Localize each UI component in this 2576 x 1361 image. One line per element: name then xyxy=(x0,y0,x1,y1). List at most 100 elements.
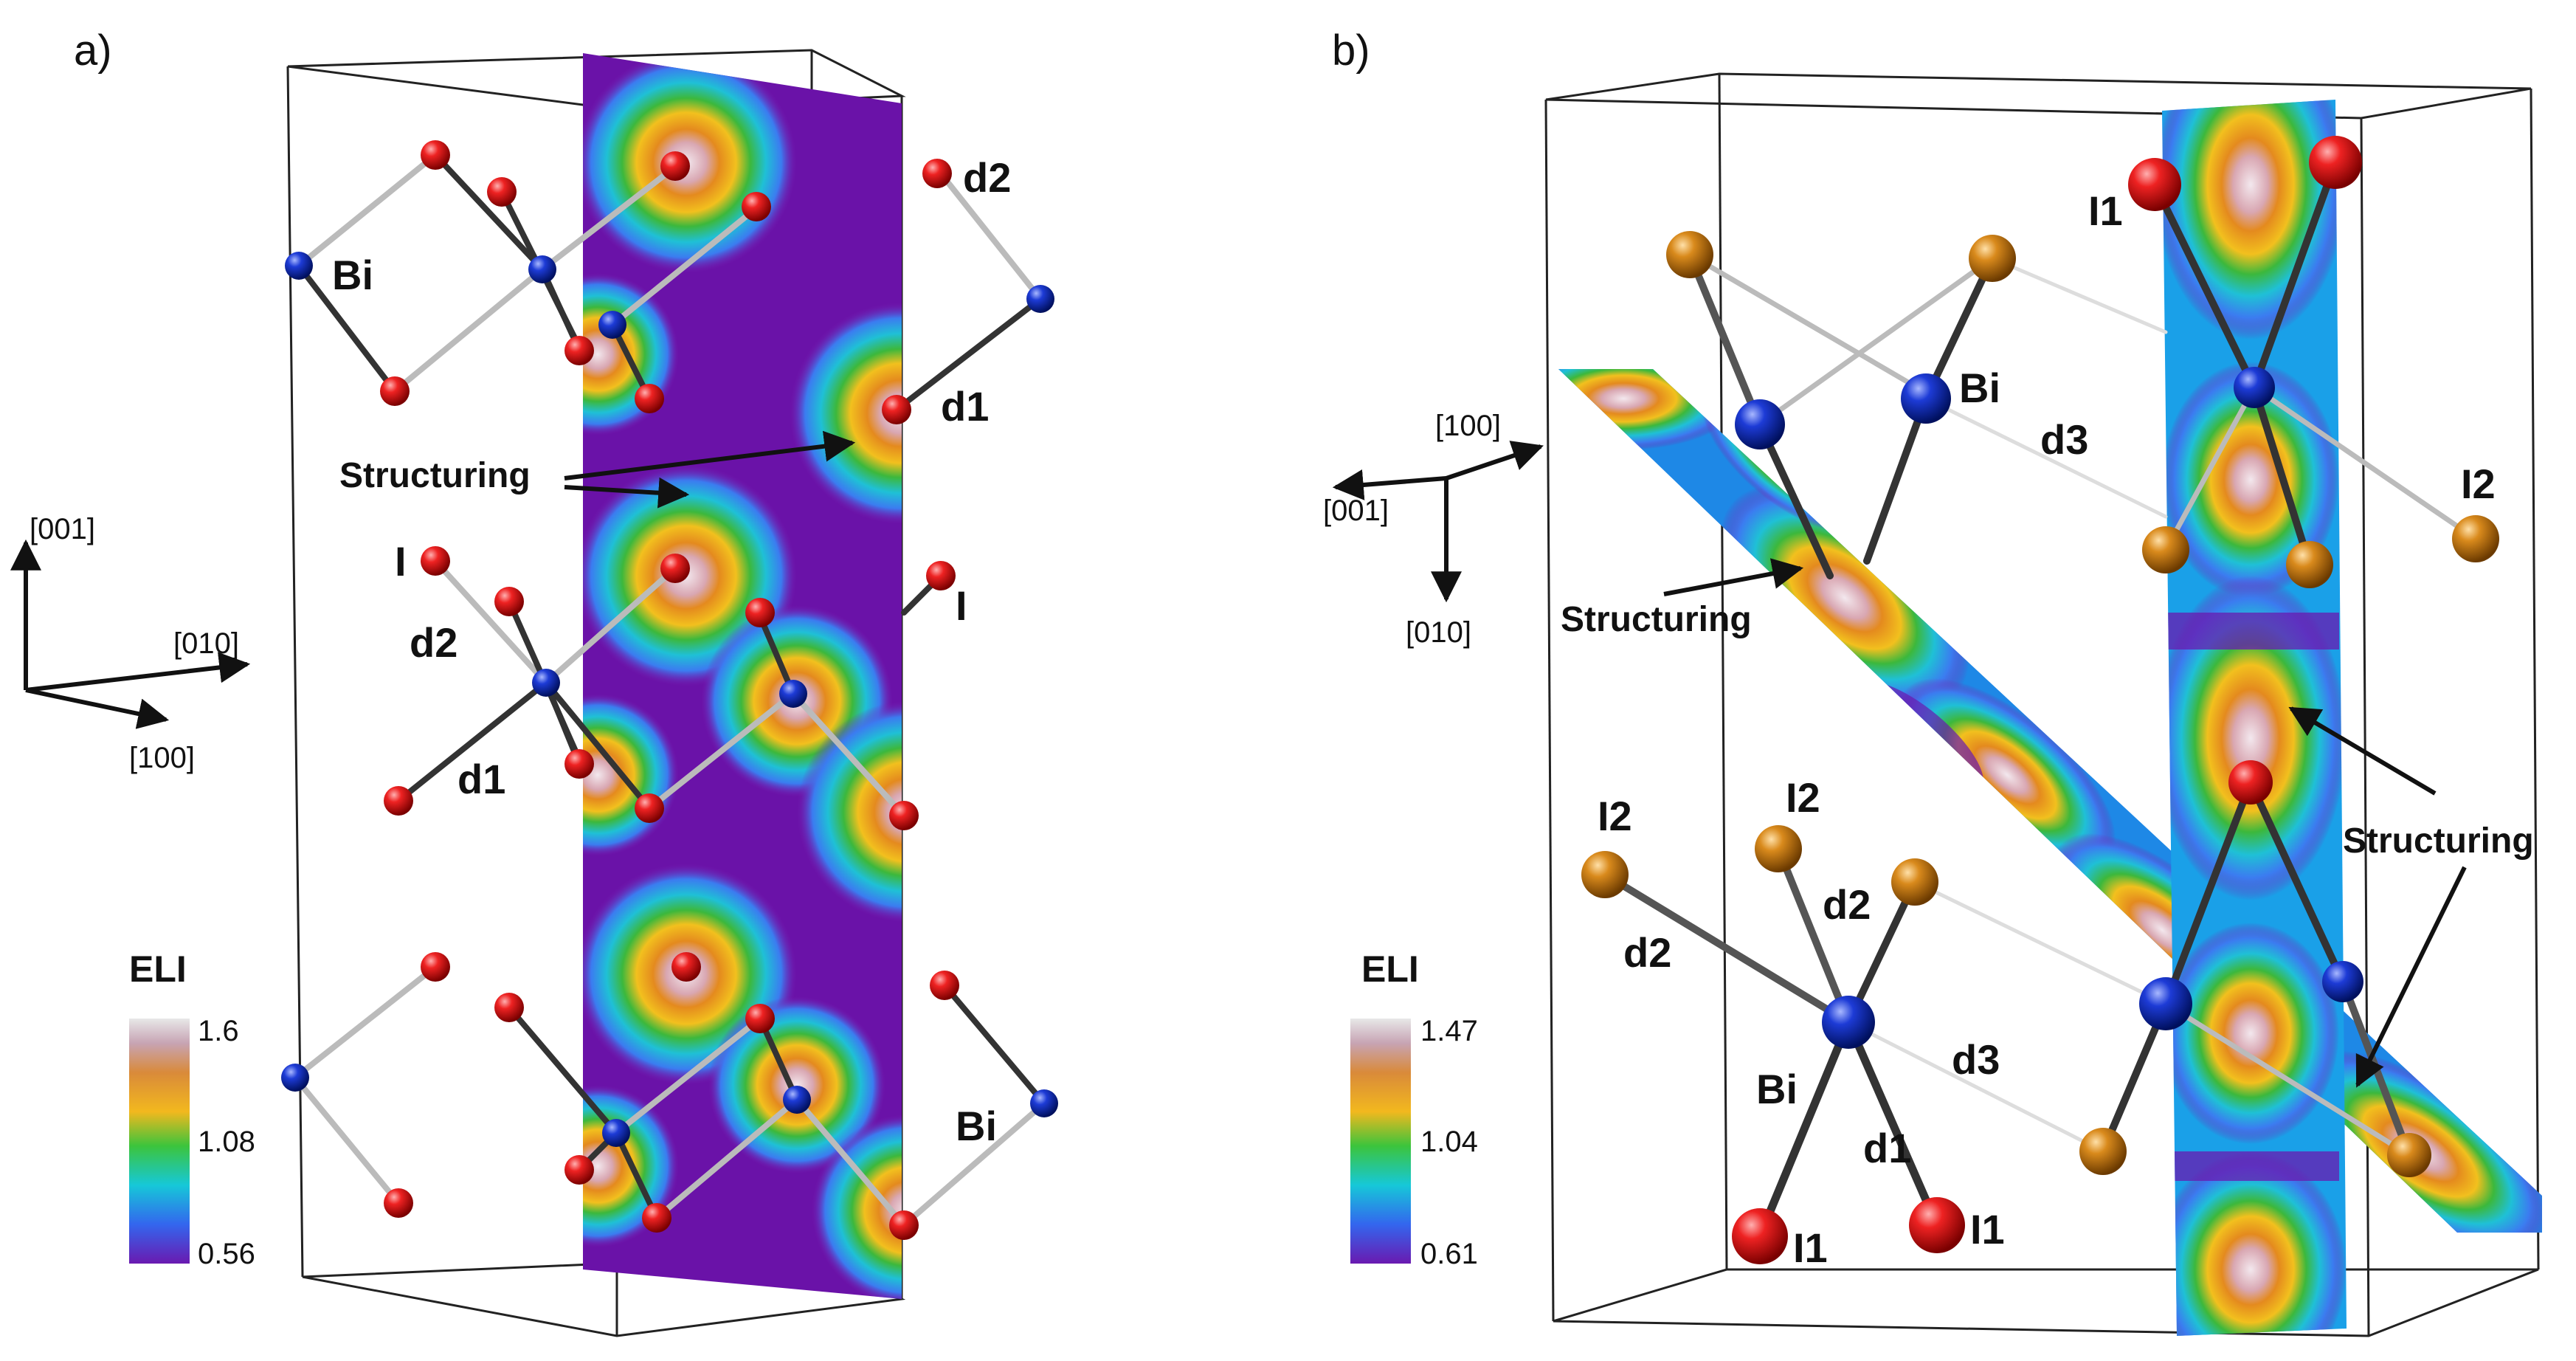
structuring-annotation-b-left: Structuring xyxy=(1561,558,1804,639)
structuring-label: Structuring xyxy=(1561,600,1752,639)
bi-atom xyxy=(2322,961,2363,1002)
colorbar-gradient xyxy=(1350,1019,1411,1264)
bi-atom xyxy=(598,311,626,339)
atom-label-bi: Bi xyxy=(1756,1066,1798,1112)
i2-atom xyxy=(1755,825,1802,872)
axis-label-010: [010] xyxy=(1406,616,1471,649)
bond-label-d2: d2 xyxy=(1823,881,1871,928)
i-atom xyxy=(660,554,690,583)
bond-label-d3: d3 xyxy=(1952,1036,2000,1083)
bi-atom xyxy=(779,680,807,708)
atom-label-i2: I2 xyxy=(1786,774,1820,821)
bond-label-d3: d3 xyxy=(2040,416,2088,463)
i-atom xyxy=(494,993,524,1022)
bi-atom xyxy=(528,255,556,283)
bi-atom xyxy=(1901,373,1951,424)
panel-b: b) xyxy=(1323,27,2542,1337)
axis-label-100: [100] xyxy=(129,742,195,774)
i-atom xyxy=(494,587,524,616)
eli-colorbar-b: ELI 1.47 1.04 0.61 xyxy=(1350,948,1478,1270)
atom-label-i2: I2 xyxy=(1598,793,1632,839)
atom-label-bi: Bi xyxy=(332,252,373,298)
colorbar-max: 1.6 xyxy=(198,1015,239,1047)
i-atom xyxy=(671,952,701,982)
i-atom xyxy=(384,1188,413,1218)
i-atom xyxy=(564,1155,594,1185)
atom-label-bi: Bi xyxy=(1959,365,2000,411)
bi-atom xyxy=(532,669,560,697)
axis-label-001: [001] xyxy=(30,513,95,545)
i-atom xyxy=(564,749,594,779)
i-atom xyxy=(421,952,450,982)
eli-colorbar-a: ELI 1.6 1.08 0.56 xyxy=(129,948,255,1270)
colorbar-max: 1.47 xyxy=(1420,1015,1478,1047)
axis-label-100: [100] xyxy=(1435,410,1501,442)
bi-atom xyxy=(602,1119,630,1147)
axes-indicator-a: [001] [010] [100] xyxy=(10,513,251,774)
structuring-label: Structuring xyxy=(339,456,531,495)
bond-label-d2: d2 xyxy=(963,154,1011,201)
atom-label-i: I xyxy=(956,582,967,629)
i-atom xyxy=(384,786,413,816)
structuring-annotation-b-right: Structuring xyxy=(2288,706,2534,1088)
colorbar-gradient xyxy=(129,1019,190,1264)
i1-atom xyxy=(2309,136,2362,189)
bond-label-d1: d1 xyxy=(941,383,989,430)
bi-atom xyxy=(1735,399,1785,449)
i2-atom xyxy=(2387,1133,2431,1177)
axes-indicator-b: [100] [001] [010] xyxy=(1323,410,1544,649)
eli-plane-b-vertical xyxy=(2162,100,2347,1336)
atoms-a xyxy=(281,140,1058,1240)
i1-atom xyxy=(2128,158,2181,211)
atoms-b xyxy=(1581,136,2499,1264)
axis-label-001: [001] xyxy=(1323,495,1389,527)
i-atom xyxy=(635,384,664,413)
bond-label-d1: d1 xyxy=(1863,1125,1911,1171)
i-atom xyxy=(745,1004,775,1033)
colorbar-min: 0.61 xyxy=(1420,1238,1478,1270)
i2-atom xyxy=(2079,1128,2127,1175)
bi-atom xyxy=(281,1064,309,1092)
bonds-b xyxy=(1601,159,2479,1241)
bond-label-d1: d1 xyxy=(457,756,505,802)
colorbar-min: 0.56 xyxy=(198,1238,255,1270)
panel-b-label: b) xyxy=(1332,27,1370,75)
i-atom xyxy=(487,177,517,207)
i-atom xyxy=(926,561,956,590)
i2-atom xyxy=(1891,858,1938,906)
i-atom xyxy=(745,598,775,627)
bond-label-d2: d2 xyxy=(410,619,457,666)
i-atom xyxy=(380,376,410,406)
i-atom xyxy=(421,546,450,576)
atom-label-i1: I1 xyxy=(1970,1206,2005,1253)
i-atom xyxy=(642,1203,671,1233)
i-atom xyxy=(889,801,919,830)
bi-atom xyxy=(1026,285,1054,313)
i-atom xyxy=(889,1210,919,1240)
bonds-a xyxy=(292,152,1047,1228)
i-atom xyxy=(635,793,664,823)
bi-atom xyxy=(2139,977,2192,1030)
atom-label-bi: Bi xyxy=(956,1103,997,1149)
i2-atom xyxy=(1969,235,2016,282)
bi-atom xyxy=(2234,367,2275,408)
eli-plane-a xyxy=(583,53,902,1299)
i1-atom xyxy=(2228,760,2273,804)
i2-atom xyxy=(2452,515,2499,562)
bi-atom xyxy=(783,1086,811,1114)
i2-atom xyxy=(1666,231,1713,278)
panel-a: a) xyxy=(10,27,1058,1337)
atom-label-i1: I1 xyxy=(2088,187,2123,234)
i2-atom xyxy=(2286,541,2333,588)
i-atom xyxy=(421,140,450,170)
i2-atom xyxy=(2142,526,2189,573)
atom-label-i: I xyxy=(395,538,407,585)
i1-atom xyxy=(1732,1208,1788,1264)
bond-label-d2: d2 xyxy=(1623,929,1671,976)
structuring-label: Structuring xyxy=(2343,821,2534,861)
structuring-annotation-a: Structuring xyxy=(339,430,856,509)
colorbar-title: ELI xyxy=(129,948,187,990)
colorbar-mid: 1.08 xyxy=(198,1126,255,1158)
i-atom xyxy=(922,159,952,188)
bi-atom xyxy=(285,252,313,280)
